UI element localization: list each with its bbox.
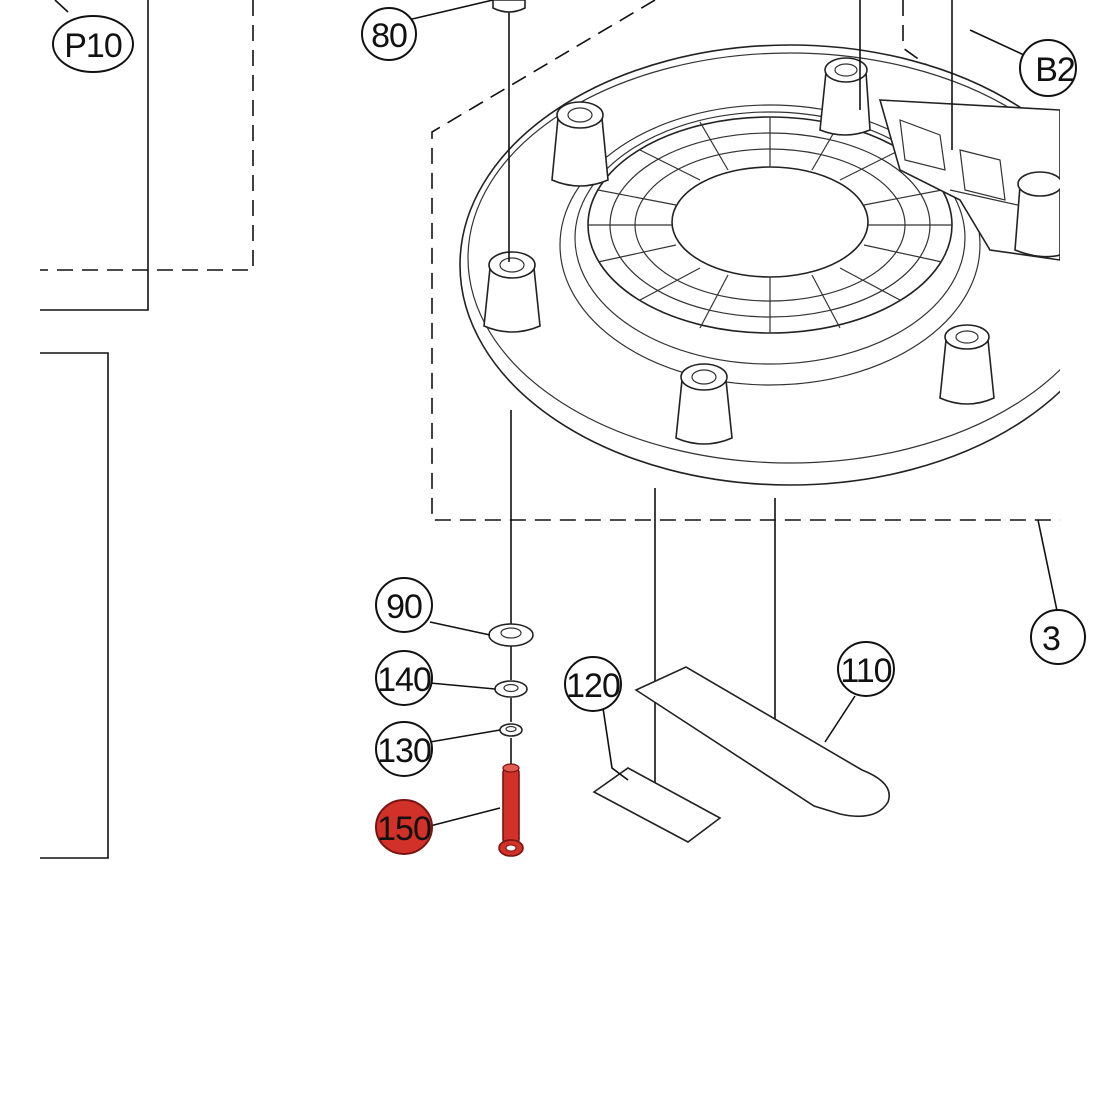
callout-80[interactable]: 80 xyxy=(361,7,417,61)
callout-b2[interactable]: B2 xyxy=(1019,39,1077,97)
svg-text:110: 110 xyxy=(840,652,891,690)
svg-text:120: 120 xyxy=(566,667,620,705)
callout-140[interactable]: 140 xyxy=(375,650,433,706)
callout-120[interactable]: 120 xyxy=(564,656,622,712)
base-plate xyxy=(459,44,1060,486)
callout-150[interactable]: 150 xyxy=(375,799,433,855)
svg-text:80: 80 xyxy=(371,17,407,55)
callout-130[interactable]: 130 xyxy=(375,721,433,777)
part-140-washer xyxy=(494,680,528,698)
callout-p10[interactable]: P10 xyxy=(52,15,134,73)
svg-text:90: 90 xyxy=(386,588,422,626)
mounting-posts xyxy=(483,57,1060,445)
left-frames xyxy=(40,0,254,859)
svg-text:3: 3 xyxy=(1042,620,1060,658)
callout-90[interactable]: 90 xyxy=(375,577,433,633)
callout-110[interactable]: 110 xyxy=(837,641,895,697)
part-80-nut xyxy=(492,0,526,13)
part-150-screw xyxy=(498,763,524,857)
svg-text:140: 140 xyxy=(377,661,431,699)
svg-text:P10: P10 xyxy=(64,27,122,65)
assembly-axes xyxy=(508,0,953,800)
callout-3[interactable]: 3 xyxy=(1030,609,1086,665)
svg-text:150: 150 xyxy=(377,810,431,848)
leader-lines xyxy=(54,0,1025,827)
svg-text:130: 130 xyxy=(377,732,431,770)
part-130-washer xyxy=(499,723,523,737)
part-110-label xyxy=(634,666,890,818)
part-120-label xyxy=(592,767,722,843)
part-90-washer xyxy=(488,623,534,647)
svg-text:B2: B2 xyxy=(1035,51,1075,89)
